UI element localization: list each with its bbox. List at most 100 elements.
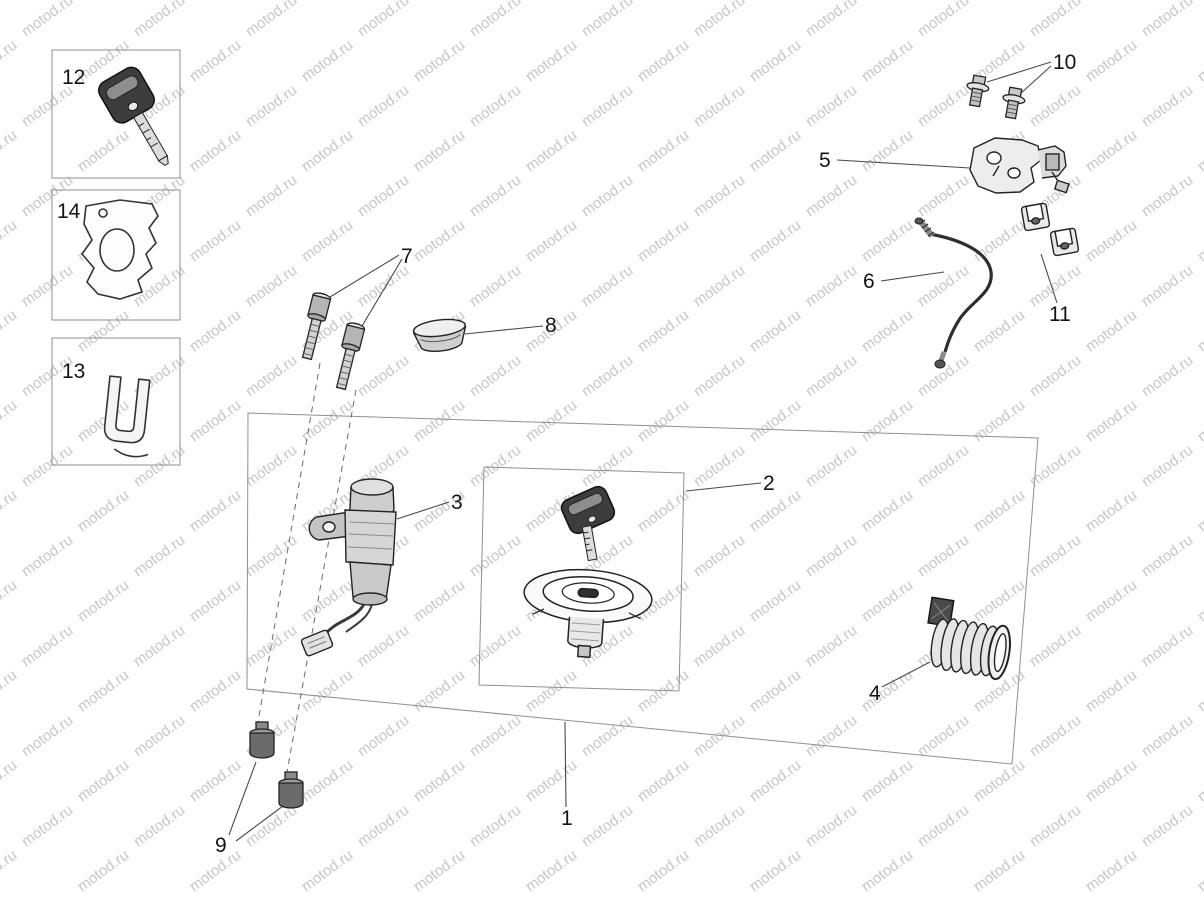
watermark-text: motod.ru: [186, 217, 244, 266]
watermark-text: motod.ru: [410, 847, 468, 896]
watermark-text: motod.ru: [914, 172, 972, 221]
watermark-text: motod.ru: [1082, 847, 1140, 896]
part-11-clips: [1020, 202, 1080, 257]
watermark-text: motod.ru: [858, 127, 916, 176]
watermark-text: motod.ru: [298, 667, 356, 716]
watermark-text: motod.ru: [0, 37, 20, 86]
watermark-text: motod.ru: [130, 532, 188, 581]
watermark-text: motod.ru: [0, 307, 20, 356]
watermark-text: motod.ru: [74, 667, 132, 716]
watermark-text: motod.ru: [1026, 0, 1084, 40]
watermark-text: motod.ru: [634, 217, 692, 266]
watermark-text: motod.ru: [690, 622, 748, 671]
watermark-text: motod.ru: [746, 757, 804, 806]
watermark-text: motod.ru: [466, 0, 524, 40]
watermark-text: motod.ru: [18, 0, 76, 40]
watermark-text: motod.ru: [130, 802, 188, 851]
watermark-text: motod.ru: [354, 262, 412, 311]
watermark-text: motod.ru: [522, 37, 580, 86]
watermark-text: motod.ru: [970, 307, 1028, 356]
watermark-text: motod.ru: [1082, 397, 1140, 446]
watermark-text: motod.ru: [690, 352, 748, 401]
watermark-text: motod.ru: [970, 757, 1028, 806]
watermark-text: motod.ru: [858, 757, 916, 806]
watermark-text: motod.ru: [746, 217, 804, 266]
watermark-text: motod.ru: [186, 37, 244, 86]
watermark-text: motod.ru: [1082, 667, 1140, 716]
watermark-text: motod.ru: [634, 397, 692, 446]
watermark-text: motod.ru: [410, 127, 468, 176]
watermark-text: motod.ru: [466, 712, 524, 761]
watermark-text: motod.ru: [466, 352, 524, 401]
part-label-4: 4: [869, 682, 881, 705]
watermark-text: motod.ru: [914, 262, 972, 311]
watermark-text: motod.ru: [18, 712, 76, 761]
watermark-text: motod.ru: [354, 352, 412, 401]
watermark-text: motod.ru: [1082, 127, 1140, 176]
watermark-text: motod.ru: [466, 532, 524, 581]
box-part-12: [51, 49, 181, 179]
watermark-text: motod.ru: [0, 577, 20, 626]
part-label-11: 11: [1049, 303, 1071, 326]
watermark-text: motod.ru: [578, 352, 636, 401]
watermark-text: motod.ru: [298, 217, 356, 266]
watermark-text: motod.ru: [914, 532, 972, 581]
watermark-text: motod.ru: [1026, 352, 1084, 401]
watermark-text: motod.ru: [74, 127, 132, 176]
watermark-text: motod.ru: [1194, 217, 1204, 266]
watermark-text: motod.ru: [0, 487, 20, 536]
watermark-text: motod.ru: [858, 397, 916, 446]
watermark-text: motod.ru: [802, 802, 860, 851]
watermark-text: motod.ru: [466, 802, 524, 851]
watermark-text: motod.ru: [634, 847, 692, 896]
watermark-text: motod.ru: [74, 577, 132, 626]
part-12-key: [97, 66, 169, 167]
watermark-text: motod.ru: [74, 487, 132, 536]
watermark-text: motod.ru: [242, 442, 300, 491]
watermark-text: motod.ru: [1138, 712, 1196, 761]
watermark-text: motod.ru: [298, 37, 356, 86]
part-label-5: 5: [819, 149, 831, 172]
watermark-text: motod.ru: [354, 82, 412, 131]
watermark-text: motod.ru: [802, 352, 860, 401]
watermark-text: motod.ru: [74, 847, 132, 896]
watermark-text: motod.ru: [354, 802, 412, 851]
watermark-text: motod.ru: [18, 262, 76, 311]
part-10-screws: [966, 74, 1026, 120]
watermark-text: motod.ru: [802, 82, 860, 131]
watermark-text: motod.ru: [1194, 667, 1204, 716]
watermark-text: motod.ru: [242, 82, 300, 131]
watermark-text: motod.ru: [858, 847, 916, 896]
watermark-text: motod.ru: [1194, 847, 1204, 896]
watermark-text: motod.ru: [18, 532, 76, 581]
watermark-text: motod.ru: [522, 127, 580, 176]
watermark-text: motod.ru: [746, 487, 804, 536]
watermark-text: motod.ru: [522, 757, 580, 806]
watermark-text: motod.ru: [746, 307, 804, 356]
watermark-text: motod.ru: [578, 0, 636, 40]
part-label-13: 13: [62, 360, 85, 383]
watermark-text: motod.ru: [354, 172, 412, 221]
box-part-1: [246, 412, 1039, 765]
watermark-text: motod.ru: [1026, 802, 1084, 851]
watermark-text: motod.ru: [1138, 532, 1196, 581]
watermark-text: motod.ru: [634, 127, 692, 176]
watermark-text: motod.ru: [690, 82, 748, 131]
watermark-text: motod.ru: [242, 802, 300, 851]
watermark-text: motod.ru: [578, 712, 636, 761]
part-4-lock-barrel: [927, 596, 1011, 681]
watermark-text: motod.ru: [1026, 532, 1084, 581]
watermark-text: motod.ru: [186, 127, 244, 176]
part-label-3: 3: [451, 491, 463, 514]
watermark-text: motod.ru: [130, 622, 188, 671]
watermark-text: motod.ru: [690, 712, 748, 761]
watermark-text: motod.ru: [690, 0, 748, 40]
watermark-text: motod.ru: [578, 82, 636, 131]
part-label-2: 2: [763, 472, 775, 495]
watermark-text: motod.ru: [858, 217, 916, 266]
watermark-text: motod.ru: [18, 442, 76, 491]
watermark-text: motod.ru: [186, 757, 244, 806]
assembly-dashed-lines: [257, 362, 357, 773]
